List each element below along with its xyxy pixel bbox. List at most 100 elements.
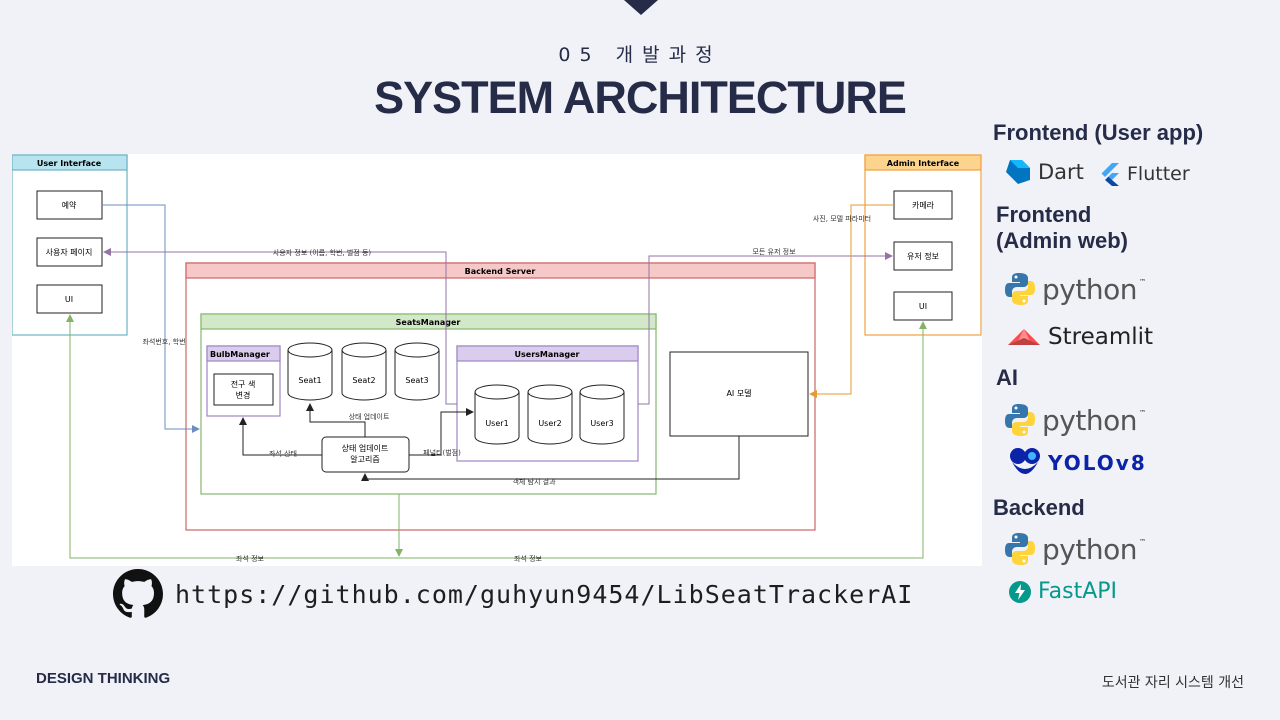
edge-reserve-to-seats xyxy=(102,204,200,433)
dart-label: Dart xyxy=(1038,160,1084,184)
seat-3-label: Seat3 xyxy=(405,376,428,385)
user-2-node: User2 xyxy=(527,384,573,445)
python-tm-ai: ™ xyxy=(1138,409,1146,417)
users-manager-title: UsersManager xyxy=(515,350,580,359)
seat-2-label: Seat2 xyxy=(352,376,375,385)
edge-users-to-admin-user-info xyxy=(638,252,893,405)
admin-interface-title: Admin Interface xyxy=(887,159,960,168)
frontend-admin-heading: Frontend (Admin web) xyxy=(996,202,1128,254)
ai-heading: AI xyxy=(996,365,1018,390)
user-page-node: 사용자 페이지 xyxy=(36,237,103,267)
seats-manager-title: SeatsManager xyxy=(396,318,461,327)
python-tm-admin: ™ xyxy=(1138,278,1146,286)
seats-manager-container: SeatsManager xyxy=(200,313,657,495)
backend-server-container: Backend Server xyxy=(185,262,816,531)
frontend-admin-heading-line1: Frontend xyxy=(996,202,1092,227)
frontend-user-heading: Frontend (User app) xyxy=(993,120,1204,145)
flutter-label: Flutter xyxy=(1127,163,1190,185)
user-page-label: 사용자 페이지 xyxy=(46,247,93,257)
fastapi-icon xyxy=(1009,580,1031,603)
page-title: SYSTEM ARCHITECTURE xyxy=(374,72,907,123)
admin-interface-container: Admin Interface xyxy=(864,154,982,336)
footer-brand: DESIGN THINKING xyxy=(36,670,171,687)
admin-ui-node: UI xyxy=(893,291,953,321)
streamlit-icon xyxy=(1008,329,1040,345)
edge-algorithm-to-seats xyxy=(306,403,366,437)
frontend-admin-heading-line2: (Admin web) xyxy=(996,228,1128,253)
user-ui-node: UI xyxy=(36,284,103,314)
reserve-node: 예약 xyxy=(36,190,103,220)
fastapi-label: FastAPI xyxy=(1038,579,1118,604)
python-icon xyxy=(1005,273,1035,305)
architecture-diagram: User Interface 예약 사용자 페이지 UI Admin Inter… xyxy=(11,154,982,566)
ai-model-node: AI 모델 xyxy=(669,351,809,437)
edge-all-user-info-label: 모든 유저 정보 xyxy=(752,247,796,256)
user-1-node: User1 xyxy=(474,384,520,445)
user-3-label: User3 xyxy=(590,419,613,428)
python-badge-admin: python ™ xyxy=(1004,272,1146,306)
admin-user-info-node: 유저 정보 xyxy=(893,241,953,271)
user-3-node: User3 xyxy=(579,384,625,445)
admin-ui-label: UI xyxy=(919,302,927,311)
python-label-admin: python xyxy=(1042,272,1137,306)
edge-camera-to-ai xyxy=(809,204,894,398)
edge-seat-info-to-admin-ui xyxy=(399,321,927,559)
edge-algorithm-to-users xyxy=(409,408,474,456)
flutter-icon xyxy=(1101,163,1119,186)
edge-photo-params-label: 사진, 모델 파라미터 xyxy=(813,214,871,223)
seat-2-node: Seat2 xyxy=(341,342,387,401)
yolo-badge: YOLOv8 xyxy=(1008,446,1147,480)
edge-seat-info-to-user-ui xyxy=(66,314,399,559)
edge-state-update-label: 상태 업데이트 xyxy=(349,412,390,421)
streamlit-label: Streamlit xyxy=(1048,324,1154,350)
edge-user-info-label: 사용자 정보 (이름, 학번, 벌점 등) xyxy=(273,248,372,257)
python-badge-ai: python ™ xyxy=(1004,403,1146,437)
flutter-badge: Flutter xyxy=(1099,162,1190,186)
edge-ai-to-algorithm xyxy=(361,436,740,481)
backend-server-title: Backend Server xyxy=(465,267,536,276)
streamlit-badge: Streamlit xyxy=(1006,324,1153,350)
edge-penalty-label: 페널티(벌점) xyxy=(423,448,461,457)
dart-icon xyxy=(1006,160,1030,184)
user-1-label: User1 xyxy=(485,419,508,428)
user-interface-title: User Interface xyxy=(37,159,102,168)
github-link-row[interactable]: https://github.com/guhyun9454/LibSeatTra… xyxy=(113,569,913,619)
reserve-label: 예약 xyxy=(62,200,77,210)
seat-1-label: Seat1 xyxy=(298,376,321,385)
edge-users-to-user-page xyxy=(103,248,457,405)
python-icon xyxy=(1005,404,1035,436)
edge-seat-no-label: 좌석번호, 학번 xyxy=(142,337,185,346)
python-icon xyxy=(1005,533,1035,565)
backend-heading: Backend xyxy=(993,495,1085,520)
python-badge-backend: python ™ xyxy=(1004,532,1146,566)
python-label-backend: python xyxy=(1042,532,1137,566)
user-ui-label: UI xyxy=(65,295,73,304)
camera-node: 카메라 xyxy=(893,190,953,220)
yolo-label: YOLOv8 xyxy=(1048,451,1147,475)
edge-detection-label: 객체 탐지 결과 xyxy=(512,477,556,486)
github-url-link[interactable]: https://github.com/guhyun9454/LibSeatTra… xyxy=(175,579,914,609)
ultralytics-icon xyxy=(1010,448,1040,474)
python-tm-backend: ™ xyxy=(1138,538,1146,546)
user-2-label: User2 xyxy=(538,419,561,428)
dart-badge: Dart xyxy=(1004,158,1084,186)
edge-seat-info-left-label: 좌석 정보 xyxy=(236,554,265,563)
bulb-manager-title: BulbManager xyxy=(210,350,270,359)
footer-project-name: 도서관 자리 시스템 개선 xyxy=(1101,675,1244,691)
top-notch-marker xyxy=(624,0,658,15)
ai-model-label: AI 모델 xyxy=(726,389,751,398)
edge-algorithm-to-bulb xyxy=(239,417,322,456)
section-subtitle: 05 개발과정 xyxy=(558,44,722,66)
python-label-ai: python xyxy=(1042,403,1137,437)
camera-label: 카메라 xyxy=(912,201,935,210)
edge-seat-state-label: 좌석 상태 xyxy=(269,449,297,458)
fastapi-badge: FastAPI xyxy=(1008,579,1117,604)
seat-3-node: Seat3 xyxy=(394,342,440,401)
github-icon xyxy=(113,569,163,618)
admin-user-info-label: 유저 정보 xyxy=(907,251,939,261)
seat-1-node: Seat1 xyxy=(287,342,333,401)
